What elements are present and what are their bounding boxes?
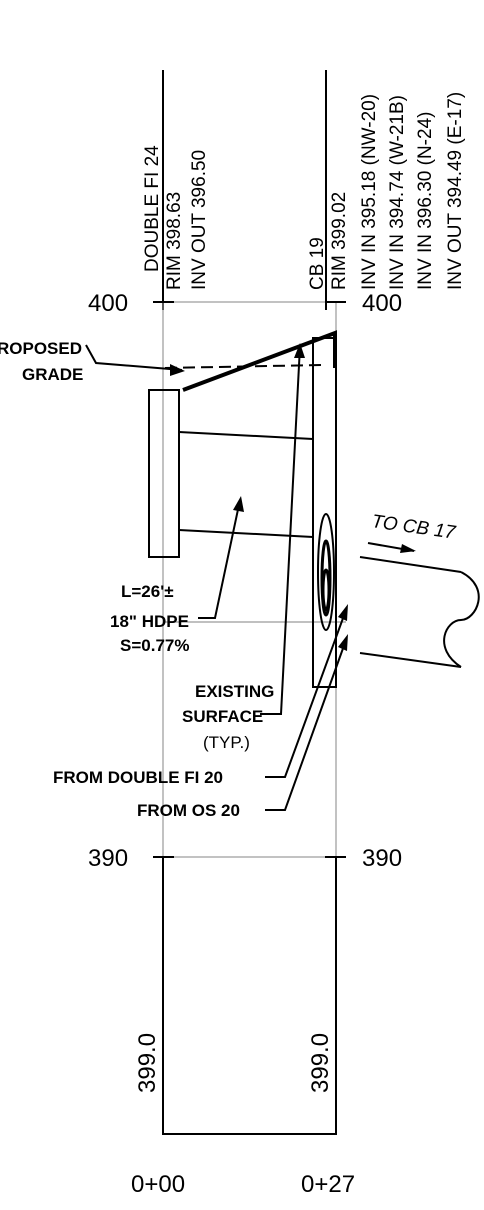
existing-surface-label-2: SURFACE bbox=[182, 707, 263, 726]
elevation-top-right: 400 bbox=[362, 290, 402, 317]
elevation-bottom-right: 390 bbox=[362, 845, 402, 872]
right-inv-line-1: INV IN 395.18 (NW-20) bbox=[359, 94, 380, 290]
inlet-pipe-outline-1 bbox=[317, 513, 335, 631]
station-box bbox=[162, 857, 337, 1135]
existing-surface-label-3: (TYP.) bbox=[203, 733, 250, 752]
station-left: 0+00 bbox=[131, 1171, 185, 1198]
from-os-label: FROM OS 20 bbox=[137, 801, 240, 820]
outlet-pipe-top bbox=[359, 556, 462, 573]
right-inv-line-2: INV IN 394.74 (W-21B) bbox=[387, 95, 408, 290]
station-right: 0+27 bbox=[301, 1171, 355, 1198]
from-os-leader bbox=[265, 639, 347, 811]
proposed-grade-label-2: GRADE bbox=[22, 365, 83, 384]
ground-elevation-right: 399.0 bbox=[307, 1033, 334, 1093]
pipe-crown bbox=[178, 431, 314, 440]
right-inv-line-3: INV IN 396.30 (N-24) bbox=[415, 112, 436, 290]
right-structure-name: CB 19 bbox=[307, 237, 328, 290]
right-inv-line-4: INV OUT 394.49 (E-17) bbox=[445, 92, 466, 290]
pipe-length-label: L=26'± bbox=[121, 582, 174, 601]
pipe-data-leader-arrow bbox=[233, 496, 244, 512]
pipe-invert bbox=[178, 529, 314, 538]
right-structure-box bbox=[312, 337, 337, 688]
existing-surface-leader-arrow bbox=[294, 343, 305, 358]
pipe-slope-label: S=0.77% bbox=[120, 636, 189, 655]
inlet-pipe-outline-3 bbox=[321, 568, 331, 612]
existing-surface-leader bbox=[260, 345, 301, 715]
proposed-grade-leader bbox=[85, 344, 183, 371]
elevation-top-left: 400 bbox=[88, 290, 128, 317]
left-structure-rim: RIM 398.63 bbox=[164, 192, 185, 290]
existing-surface-label-1: EXISTING bbox=[195, 682, 274, 701]
proposed-grade-label-1: ROPOSED bbox=[0, 339, 82, 358]
left-structure-name: DOUBLE FI 24 bbox=[142, 145, 163, 272]
pipe-material-label: 18" HDPE bbox=[110, 612, 189, 631]
ground-elevation-left: 399.0 bbox=[134, 1033, 161, 1093]
elevation-bottom-left: 390 bbox=[88, 845, 128, 872]
from-double-fi-leader bbox=[265, 609, 347, 778]
from-double-fi-label: FROM DOUBLE FI 20 bbox=[53, 768, 223, 787]
proposed-grade-leader-arrow bbox=[170, 364, 185, 376]
from-double-fi-arrow bbox=[338, 604, 348, 621]
to-cb-label: TO CB 17 bbox=[370, 511, 458, 544]
flow-arrow-head bbox=[400, 544, 416, 553]
pipe-break-symbol bbox=[443, 571, 480, 668]
right-structure-rim: RIM 399.02 bbox=[329, 192, 350, 290]
right-structure-labels: CB 19 RIM 399.02 INV IN 395.18 (NW-20) I… bbox=[307, 92, 466, 290]
outlet-pipe-bottom bbox=[359, 652, 462, 668]
from-os-arrow bbox=[338, 634, 348, 651]
pipe-data-leader bbox=[198, 499, 241, 619]
left-structure-box bbox=[148, 389, 180, 558]
inlet-pipe-outline-2 bbox=[320, 539, 332, 617]
left-structure-inv-out: INV OUT 396.50 bbox=[189, 150, 210, 290]
left-structure-labels: DOUBLE FI 24 RIM 398.63 INV OUT 396.50 bbox=[142, 145, 210, 290]
